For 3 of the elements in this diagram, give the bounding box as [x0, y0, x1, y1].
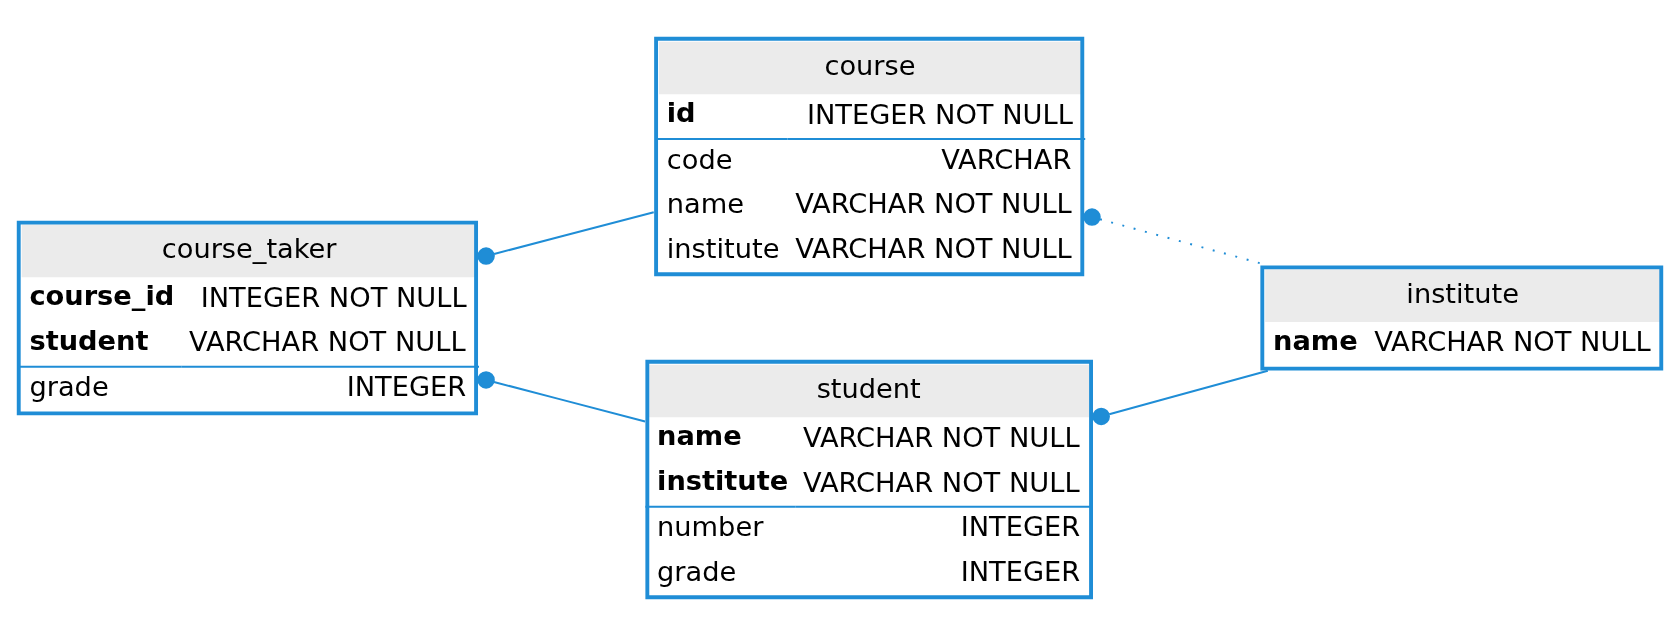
- connector: [477, 211, 655, 265]
- connector: [1092, 369, 1269, 426]
- connector: [477, 371, 647, 423]
